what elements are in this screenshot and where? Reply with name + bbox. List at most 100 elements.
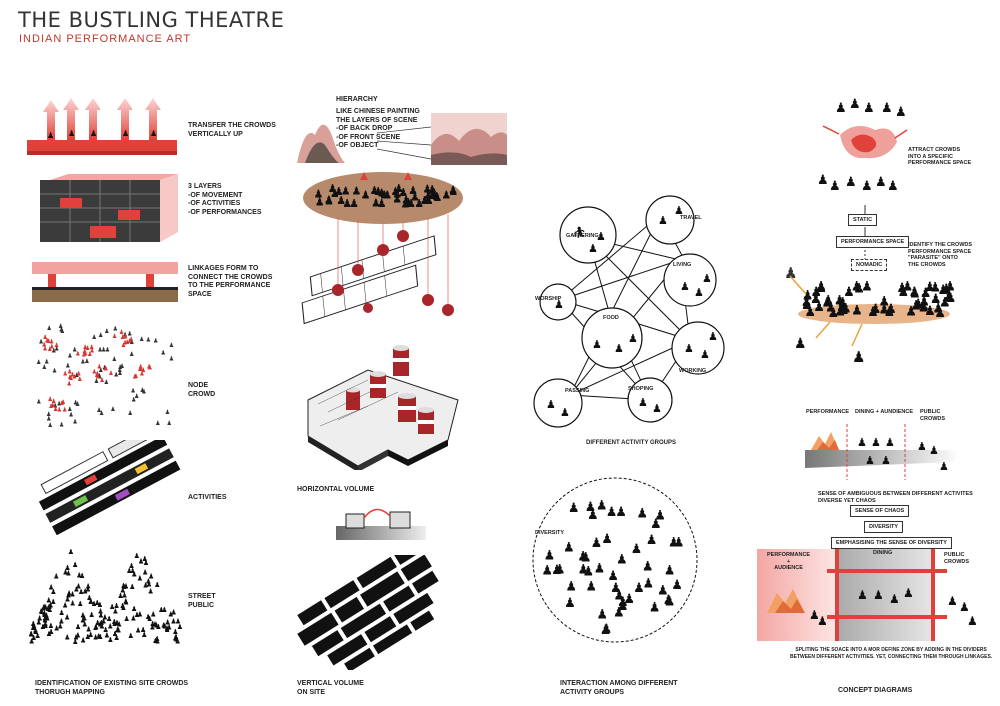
crowd-figure: ♟ bbox=[929, 279, 941, 294]
crowd-figure: ♟ bbox=[164, 626, 170, 634]
crowd-figure: ♟ bbox=[137, 574, 143, 582]
crowd-figure: ♟ bbox=[49, 343, 54, 350]
sense-of-chaos-box: SENSE OF CHAOS bbox=[850, 505, 910, 517]
crowd-figure: ♟ bbox=[810, 291, 822, 306]
crowd-figure: ♟ bbox=[77, 376, 82, 383]
crowd-figure: ♟ bbox=[121, 583, 127, 591]
svg-text:⛹︎: ⛹︎ bbox=[572, 226, 586, 239]
crowd-figure: ♟ bbox=[123, 599, 129, 607]
crowd-figure: ♟ bbox=[114, 626, 120, 634]
crowd-figure: ♟ bbox=[802, 288, 814, 303]
splitting-text: SPLITING THE SOACE INTO A MOR DEFINE ZON… bbox=[790, 647, 993, 660]
crowd-figure: ♟ bbox=[853, 280, 865, 295]
crowd-figure: ♟ bbox=[79, 572, 85, 580]
crowd-figure: ♟ bbox=[146, 337, 151, 344]
crowd-figure: ♟ bbox=[140, 626, 146, 634]
crowd-figure: ♟ bbox=[896, 280, 908, 295]
crowd-figure: ♟ bbox=[924, 303, 936, 318]
crowd-figure: ♟ bbox=[69, 590, 75, 598]
crowd-figure: ♟ bbox=[166, 420, 171, 427]
svg-text:♟: ♟ bbox=[122, 129, 129, 138]
crowd-figure: ♟ bbox=[67, 353, 72, 360]
crowd-figure: ♟ bbox=[113, 372, 118, 379]
crowd-figure: ♟ bbox=[115, 627, 121, 635]
crowd-figure: ♟ bbox=[125, 339, 130, 346]
crowd-figure: ♟ bbox=[42, 603, 48, 611]
crowd-figure: ♟ bbox=[127, 331, 132, 338]
crowd-figure: ♟ bbox=[155, 623, 161, 631]
crowd-figure: ♟ bbox=[834, 303, 846, 318]
svg-text:♟: ♟ bbox=[865, 455, 875, 467]
crowd-figure: ♟ bbox=[48, 622, 54, 630]
crowd-figure: ♟ bbox=[104, 379, 109, 386]
crowd-figure: ♟ bbox=[128, 562, 134, 570]
crowd-figure: ♟ bbox=[48, 403, 53, 410]
crowd-figure: ♟ bbox=[80, 611, 86, 619]
diversity-label-col3: DIVERSITY bbox=[535, 530, 565, 536]
crowd-figure: ♟ bbox=[154, 638, 160, 646]
crowd-figure: ♟ bbox=[50, 598, 56, 606]
crowd-figure: ♟ bbox=[324, 195, 334, 207]
crowd-figure: ♟ bbox=[152, 637, 158, 645]
crowd-figure: ♟ bbox=[46, 325, 51, 332]
crowd-figure: ♟ bbox=[918, 299, 930, 314]
crowd-figure: ♟ bbox=[54, 345, 59, 352]
crowd-figure: ♟ bbox=[671, 577, 683, 592]
crowd-figure: ♟ bbox=[130, 567, 136, 575]
crowd-figure: ♟ bbox=[66, 590, 72, 598]
crowd-figure: ♟ bbox=[31, 624, 37, 632]
crowd-figure: ♟ bbox=[146, 580, 152, 588]
crowd-figure: ♟ bbox=[141, 367, 146, 374]
vertical-crowd-disk: ♟♟♟♟♟♟♟♟♟♟♟♟♟♟♟♟♟♟♟♟♟♟♟♟♟♟♟♟♟♟♟♟♟♟♟♟♟♟♟♟… bbox=[301, 172, 463, 325]
crowd-figure: ♟ bbox=[96, 407, 101, 414]
crowd-figure: ♟ bbox=[75, 351, 80, 358]
label-transfer-crowds: TRANSFER THE CROWDS VERTICALLY UP bbox=[188, 122, 276, 138]
crowd-figure: ♟ bbox=[59, 327, 64, 334]
group-label-gathering: GATHERING bbox=[566, 233, 599, 239]
crowd-figure: ♟ bbox=[39, 608, 45, 616]
crowd-figure: ♟ bbox=[101, 347, 106, 354]
crowd-figure: ♟ bbox=[50, 588, 56, 596]
crowd-figure: ♟ bbox=[38, 608, 44, 616]
svg-text:♟: ♟ bbox=[680, 281, 690, 293]
crowd-figure: ♟ bbox=[577, 549, 589, 564]
crowd-figure: ♟ bbox=[57, 400, 62, 407]
zone2-label-performance-audience: PERFORMANCE + AUDIENCE bbox=[767, 552, 811, 571]
crowd-figure: ♟ bbox=[918, 294, 930, 309]
crowd-figure: ♟ bbox=[98, 332, 103, 339]
crowd-figure: ♟ bbox=[62, 406, 67, 413]
horizontal-volume-diagram bbox=[336, 508, 426, 540]
crowd-figure: ♟ bbox=[130, 388, 135, 395]
crowd-figure: ♟ bbox=[160, 349, 165, 356]
svg-text:♟: ♟ bbox=[560, 407, 570, 419]
crowd-figure: ♟ bbox=[336, 195, 346, 207]
crowd-figure: ♟ bbox=[40, 623, 46, 631]
arrow-line bbox=[851, 323, 863, 347]
crowd-figure: ♟ bbox=[610, 580, 622, 595]
activity-network: ⛹︎♟♟ ♟♟ ♟♟♟ ♟ ♟♟♟ ♟♟♟ ♟♟ ♟♟ bbox=[533, 195, 725, 428]
crowd-figure: ♟ bbox=[87, 351, 92, 358]
crowd-figure: ♟ bbox=[154, 581, 160, 589]
crowd-figure: ♟ bbox=[57, 407, 62, 414]
crowd-figure: ♟ bbox=[403, 197, 413, 209]
three-layers-block bbox=[40, 174, 178, 242]
crowd-figure: ♟ bbox=[120, 604, 126, 612]
crowd-figure: ♟ bbox=[78, 588, 84, 596]
crowd-figure: ♟ bbox=[98, 612, 104, 620]
crowd-figure: ♟ bbox=[30, 624, 36, 632]
crowd-figure: ♟ bbox=[111, 618, 117, 626]
group-label-passing: PASSING bbox=[565, 388, 590, 394]
crowd-figure: ♟ bbox=[47, 346, 52, 353]
svg-text:♟: ♟ bbox=[596, 231, 606, 243]
crowd-figure: ♟ bbox=[664, 563, 676, 578]
crowd-figure: ♟ bbox=[76, 571, 82, 579]
crowd-figure: ♟ bbox=[122, 340, 127, 347]
crowd-figure: ♟ bbox=[82, 348, 87, 355]
performance-space-box: PERFORMANCE SPACE bbox=[836, 236, 910, 248]
crowd-figure: ♟ bbox=[123, 333, 128, 340]
crowd-figure: ♟ bbox=[37, 614, 43, 622]
crowd-figure: ♟ bbox=[121, 342, 126, 349]
crowd-figure: ♟ bbox=[427, 190, 437, 202]
crowd-figure: ♟ bbox=[342, 198, 352, 210]
crowd-figure: ♟ bbox=[68, 548, 74, 556]
